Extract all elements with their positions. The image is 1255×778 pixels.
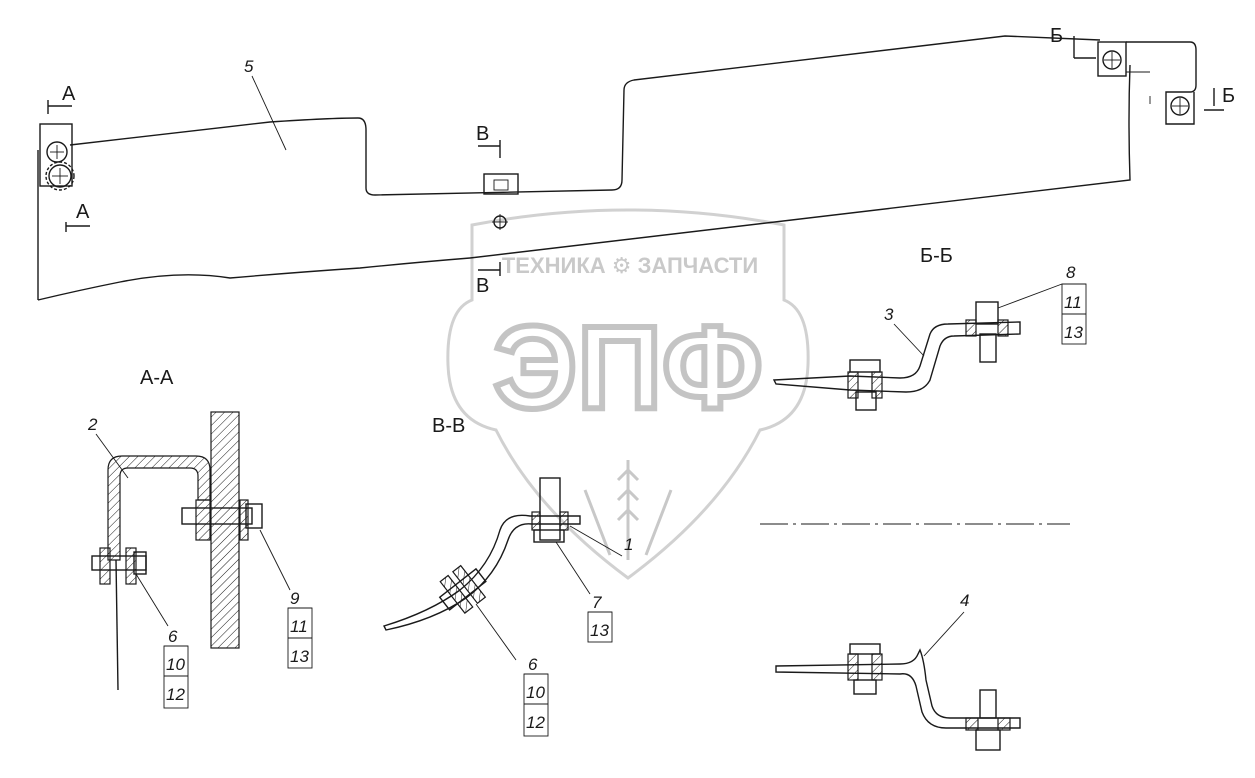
section-markers: А А В В Б Б <box>47 25 1235 297</box>
vv-bolt-top: 7 <box>592 593 602 612</box>
section-vv-title: В-В <box>432 415 465 437</box>
part-4-view: 4 <box>775 591 1021 751</box>
marker-a-bottom: А <box>76 201 90 223</box>
callout-part-5: 5 <box>244 57 287 151</box>
vv-bolt-bot: 13 <box>590 621 609 640</box>
svg-text:5: 5 <box>244 57 254 76</box>
watermark-wheat-icon <box>583 460 673 560</box>
aa-bolt-mid: 11 <box>290 617 308 636</box>
watermark-shield <box>446 208 810 580</box>
marker-b-right: Б <box>1222 85 1235 107</box>
section-vv: В-В 1 6 10 12 7 13 <box>383 415 633 737</box>
watermark: ТЕХНИКА ⚙ ЗАПЧАСТИ ЭПФ <box>446 208 810 580</box>
marker-v-top: В <box>476 123 489 145</box>
bb-bolt-bot: 13 <box>1064 323 1083 342</box>
bb-bolt-top: 8 <box>1066 263 1076 282</box>
section-aa-title: А-А <box>140 367 174 389</box>
vv-fastener-mid: 10 <box>526 683 545 702</box>
callout-part-3: 3 <box>884 305 894 324</box>
callout-part-1: 1 <box>624 535 633 554</box>
marker-v-bottom: В <box>476 275 489 297</box>
callout-part-2: 2 <box>87 415 98 434</box>
section-bb: Б-Б 3 8 11 13 <box>760 245 1087 525</box>
section-bb-title: Б-Б <box>920 245 953 267</box>
bb-bolt-mid: 11 <box>1064 293 1082 312</box>
marker-b-top: Б <box>1050 25 1063 47</box>
aa-fastener-top: 6 <box>168 627 178 646</box>
frame-assembly <box>37 35 1197 301</box>
aa-bolt-top: 9 <box>290 589 300 608</box>
watermark-logo-text: ЭПФ <box>493 302 762 434</box>
aa-fastener-mid: 10 <box>166 655 185 674</box>
vv-fastener-top: 6 <box>528 655 538 674</box>
marker-a-top: А <box>62 83 76 105</box>
section-aa: А-А 2 6 10 12 9 11 13 <box>87 367 313 709</box>
aa-fastener-bot: 12 <box>166 685 185 704</box>
aa-bolt-bot: 13 <box>290 647 309 666</box>
callout-part-4: 4 <box>960 591 969 610</box>
watermark-top-text: ТЕХНИКА ⚙ ЗАПЧАСТИ <box>502 253 758 278</box>
vv-fastener-bot: 12 <box>526 713 545 732</box>
